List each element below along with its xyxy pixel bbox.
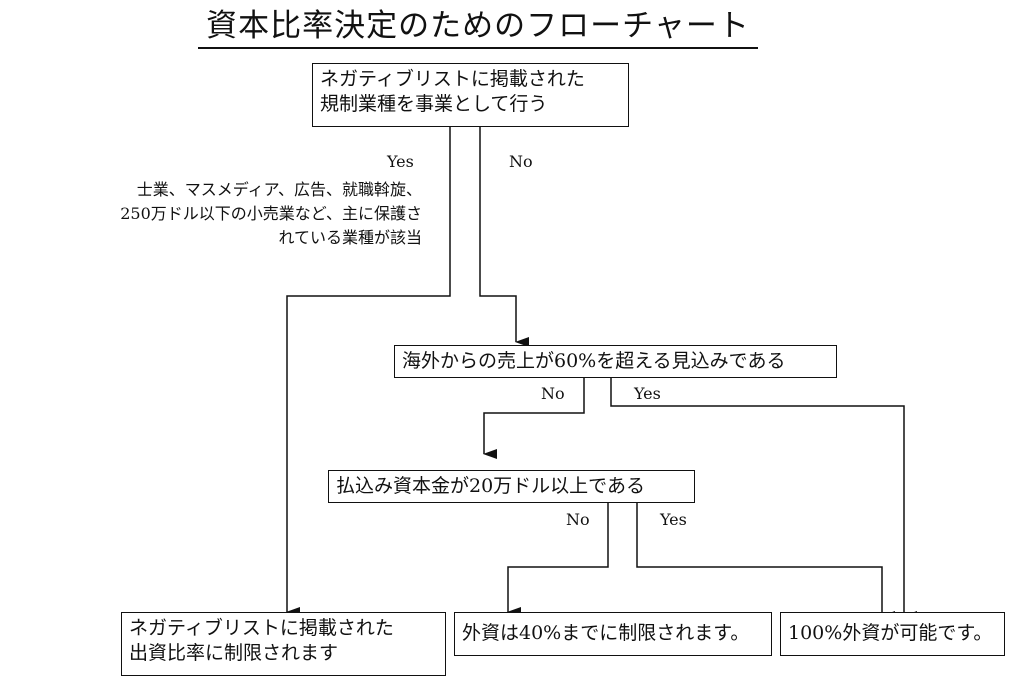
result-foreign-40-percent-text: 外資は40%までに制限されます。 — [462, 622, 750, 644]
connector-q3-no — [507, 502, 609, 617]
note-line: れている業種が該当 — [278, 228, 422, 247]
note-line: 250万ドル以下の小売業など、主に保護さ — [120, 204, 422, 223]
decision-negative-list-line: 規制業種を事業として行う — [320, 93, 548, 115]
result-negative-list-ratio-line: 出資比率に制限されます — [129, 642, 339, 664]
connector-q1-yes — [286, 127, 451, 617]
connector-q3-yes — [636, 502, 895, 621]
decision-paid-in-capital: 払込み資本金が20万ドル以上である — [328, 470, 695, 503]
negative-list-note: 士業、マスメディア、広告、就職斡旋、 250万ドル以下の小売業など、主に保護さ … — [120, 178, 422, 250]
label-q3-yes: Yes — [660, 510, 687, 529]
result-negative-list-ratio: ネガティブリストに掲載された 出資比率に制限されます — [121, 612, 446, 676]
decision-overseas-sales: 海外からの売上が60%を超える見込みである — [394, 345, 837, 378]
connector-q2-no — [483, 377, 585, 459]
decision-paid-in-capital-text: 払込み資本金が20万ドル以上である — [336, 475, 645, 497]
label-q1-no: No — [509, 152, 533, 171]
decision-negative-list: ネガティブリストに掲載された 規制業種を事業として行う — [312, 63, 629, 127]
title-underline — [198, 47, 758, 49]
note-line: 士業、マスメディア、広告、就職斡旋、 — [136, 180, 422, 199]
label-q3-no: No — [566, 510, 590, 529]
label-q1-yes: Yes — [387, 152, 414, 171]
result-foreign-100-percent: 100%外資が可能です。 — [780, 612, 1005, 656]
label-q2-no: No — [541, 384, 565, 403]
decision-negative-list-line: ネガティブリストに掲載された — [320, 68, 585, 90]
result-foreign-40-percent: 外資は40%までに制限されます。 — [454, 612, 772, 656]
decision-overseas-sales-text: 海外からの売上が60%を超える見込みである — [402, 350, 786, 372]
result-negative-list-ratio-line: ネガティブリストに掲載された — [129, 617, 394, 639]
result-foreign-100-percent-text: 100%外資が可能です。 — [788, 622, 993, 644]
flowchart-title: 資本比率決定のためのフローチャート — [206, 8, 750, 44]
connector-q1-no — [479, 127, 529, 347]
label-q2-yes: Yes — [634, 384, 661, 403]
connector-q2-yes — [610, 377, 917, 621]
